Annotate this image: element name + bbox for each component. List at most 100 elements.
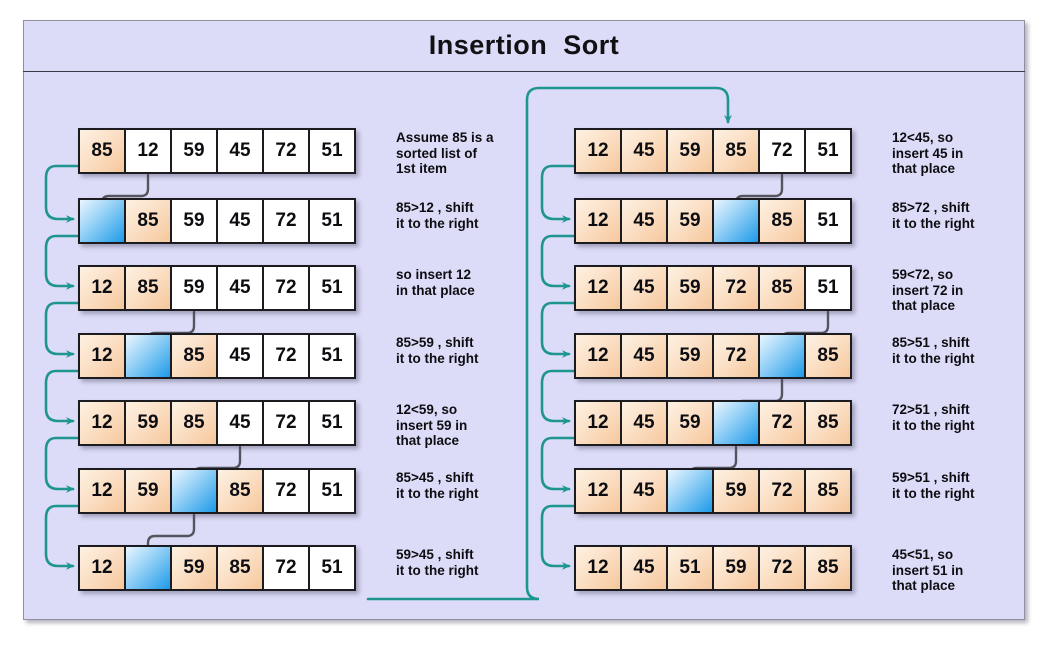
array-cell: 72 [262, 265, 310, 311]
array-cell: 12 [574, 468, 622, 514]
array-cell: 45 [216, 400, 264, 446]
array-cell: 59 [712, 545, 760, 591]
array-cell: 59 [170, 265, 218, 311]
array-cell: 12 [574, 545, 622, 591]
array-cell: 12 [78, 400, 126, 446]
array-cell [712, 198, 760, 244]
array-cell: 59 [666, 198, 714, 244]
page-title: Insertion Sort [428, 30, 620, 60]
step-annotation: 45<51, so insert 51 in that place [892, 547, 964, 593]
array-cell [712, 400, 760, 446]
array-cell: 12 [78, 545, 126, 591]
step-annotation: 59>51 , shift it to the right [892, 470, 975, 501]
array-cell: 51 [666, 545, 714, 591]
array-cell: 51 [308, 198, 356, 244]
step-annotation: 85>72 , shift it to the right [892, 200, 975, 231]
array-cell [758, 333, 806, 379]
array-cell: 45 [620, 468, 668, 514]
array-cell: 51 [804, 128, 852, 174]
array-cell: 72 [712, 265, 760, 311]
array-cell: 72 [262, 400, 310, 446]
step-annotation: 12<45, so insert 45 in that place [892, 130, 964, 176]
array-cell: 12 [574, 128, 622, 174]
array-cell: 45 [620, 400, 668, 446]
array-cell: 59 [712, 468, 760, 514]
array-cell: 85 [124, 265, 172, 311]
array-cell [78, 198, 126, 244]
step-annotation: 59<72, so insert 72 in that place [892, 267, 964, 313]
array-cell: 51 [804, 265, 852, 311]
array-cell: 12 [574, 333, 622, 379]
array-cell: 45 [620, 545, 668, 591]
array-cell: 45 [216, 198, 264, 244]
step-annotation: 59>45 , shift it to the right [396, 547, 479, 578]
title-bar: Insertion Sort [23, 20, 1025, 72]
array-cell: 59 [666, 128, 714, 174]
array-cell: 45 [620, 265, 668, 311]
array-cell: 12 [574, 198, 622, 244]
array-cell: 12 [78, 333, 126, 379]
array-cell: 72 [758, 545, 806, 591]
array-cell: 59 [170, 198, 218, 244]
array-cell: 72 [262, 545, 310, 591]
array-cell: 85 [804, 468, 852, 514]
array-cell: 85 [124, 198, 172, 244]
array-cell: 85 [804, 400, 852, 446]
array-cell: 51 [308, 265, 356, 311]
array-cell: 72 [758, 128, 806, 174]
array-cell: 85 [804, 333, 852, 379]
array-cell: 12 [78, 468, 126, 514]
array-cell [124, 545, 172, 591]
step-annotation: 85>59 , shift it to the right [396, 335, 479, 366]
step-annotation: 85>51 , shift it to the right [892, 335, 975, 366]
array-cell: 72 [262, 128, 310, 174]
array-cell: 72 [262, 468, 310, 514]
step-annotation: 85>45 , shift it to the right [396, 470, 479, 501]
array-cell: 72 [758, 400, 806, 446]
step-annotation: Assume 85 is a sorted list of 1st item [396, 130, 494, 176]
array-cell: 12 [574, 400, 622, 446]
array-cell: 12 [124, 128, 172, 174]
array-cell: 12 [574, 265, 622, 311]
array-cell: 51 [308, 468, 356, 514]
array-cell [666, 468, 714, 514]
array-cell: 85 [758, 198, 806, 244]
array-cell: 51 [308, 400, 356, 446]
array-cell [124, 333, 172, 379]
array-cell: 51 [308, 545, 356, 591]
array-cell: 45 [216, 265, 264, 311]
step-annotation: so insert 12 in that place [396, 267, 475, 298]
array-cell: 45 [620, 128, 668, 174]
array-cell: 72 [262, 333, 310, 379]
array-cell: 51 [308, 333, 356, 379]
array-cell: 51 [804, 198, 852, 244]
array-cell: 72 [758, 468, 806, 514]
array-cell: 85 [758, 265, 806, 311]
step-annotation: 85>12 , shift it to the right [396, 200, 479, 231]
array-cell: 59 [170, 128, 218, 174]
array-cell: 85 [78, 128, 126, 174]
array-cell: 59 [666, 265, 714, 311]
array-cell: 45 [620, 333, 668, 379]
array-cell: 85 [216, 545, 264, 591]
array-cell: 12 [78, 265, 126, 311]
array-cell: 59 [666, 333, 714, 379]
array-cell: 45 [216, 128, 264, 174]
array-cell: 59 [124, 400, 172, 446]
array-cell: 85 [804, 545, 852, 591]
step-annotation: 72>51 , shift it to the right [892, 402, 975, 433]
